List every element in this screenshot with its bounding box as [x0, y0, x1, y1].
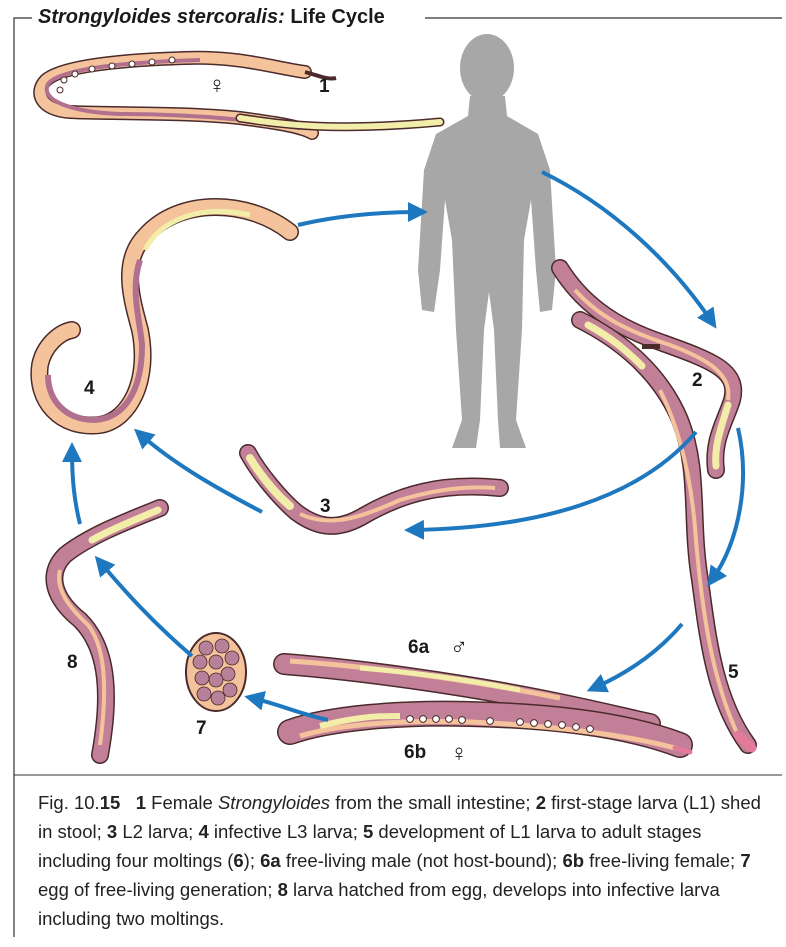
- caption-num-7: 7: [740, 850, 750, 871]
- label-7: 7: [196, 718, 207, 740]
- male-symbol: ♂: [450, 636, 468, 660]
- caption-text-6a: free-living male (not host-bound);: [281, 850, 563, 871]
- egg-7: [186, 633, 246, 711]
- label-6a: 6a: [408, 637, 429, 659]
- arrow-5-to-6: [594, 624, 682, 688]
- caption-fig-number: 15: [100, 792, 121, 813]
- label-6b: 6b: [404, 742, 426, 764]
- figure-title: Strongyloides stercoralis: Life Cycle: [38, 2, 393, 32]
- arrow-7-to-8: [100, 562, 192, 656]
- title-text: Life Cycle: [290, 6, 384, 28]
- caption-species: Strongyloides: [218, 792, 330, 813]
- caption-num-8: 8: [278, 879, 288, 900]
- caption-num-4: 4: [198, 821, 208, 842]
- caption-text-3: L2 larva;: [117, 821, 198, 842]
- caption-num-5: 5: [363, 821, 373, 842]
- caption-text-6b: free-living female;: [584, 850, 740, 871]
- caption-fig-prefix: Fig. 10.: [38, 792, 100, 813]
- arrow-6-to-7: [252, 698, 328, 720]
- female-symbol-1: ♀: [208, 74, 226, 98]
- arrow-host-to-2: [542, 172, 712, 322]
- worm-3-l2-larva: [248, 453, 500, 526]
- label-8: 8: [67, 652, 78, 674]
- caption-num-1: 1: [136, 792, 146, 813]
- female-symbol-6b: ♀: [450, 742, 468, 766]
- caption-text-1: Female: [146, 792, 218, 813]
- label-1: 1: [319, 76, 330, 98]
- figure-caption: Fig. 10.15 1 Female Strongyloides from t…: [38, 788, 778, 933]
- label-2: 2: [692, 370, 703, 392]
- label-4: 4: [84, 378, 95, 400]
- label-3: 3: [320, 496, 331, 518]
- caption-text-7: egg of free-living generation;: [38, 879, 278, 900]
- caption-num-2: 2: [536, 792, 546, 813]
- caption-num-6b: 6b: [562, 850, 584, 871]
- caption-text-6: );: [244, 850, 260, 871]
- caption-text-4: infective L3 larva;: [209, 821, 363, 842]
- caption-num-6: 6: [233, 850, 243, 871]
- label-5: 5: [728, 662, 739, 684]
- caption-num-3: 3: [107, 821, 117, 842]
- caption-text-1b: from the small intestine;: [330, 792, 536, 813]
- human-host-figure: [418, 34, 556, 448]
- arrow-8-to-4: [72, 450, 80, 524]
- title-species: Strongyloides stercoralis:: [38, 6, 285, 28]
- worm-6b-free-living-female: [290, 714, 690, 752]
- arrow-4-to-host: [298, 212, 420, 225]
- worm-1-female-adult: [40, 57, 440, 133]
- worm-4-infective-larva: [39, 207, 290, 426]
- worm-8-hatched-larva: [54, 508, 160, 755]
- caption-num-6a: 6a: [260, 850, 281, 871]
